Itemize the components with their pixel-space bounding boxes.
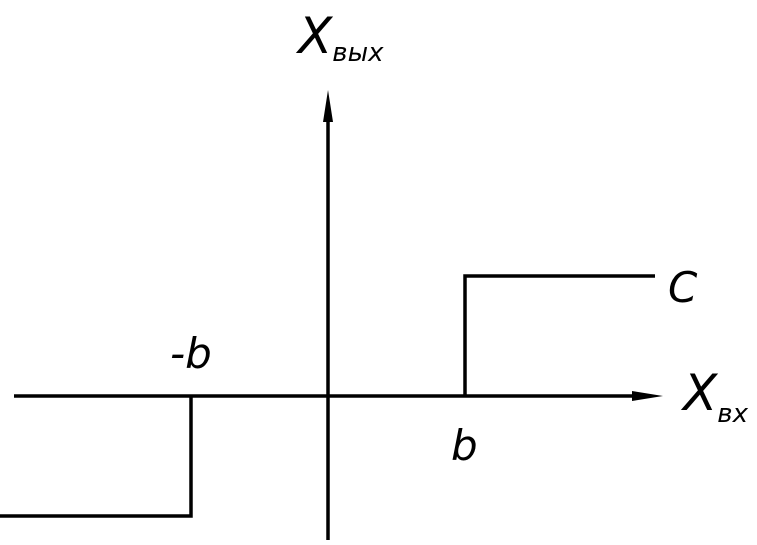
positive-step-line	[463, 274, 655, 396]
y-axis-label: Xвых	[295, 7, 384, 68]
output-level-label: C	[668, 263, 698, 312]
x-axis-label: Xвх	[680, 364, 749, 429]
negative-step-line	[0, 396, 193, 518]
negative-threshold-label: -b	[170, 329, 212, 378]
positive-threshold-label: b	[451, 421, 478, 470]
x-axis-arrow	[632, 391, 663, 401]
y-axis-arrow	[323, 90, 333, 122]
